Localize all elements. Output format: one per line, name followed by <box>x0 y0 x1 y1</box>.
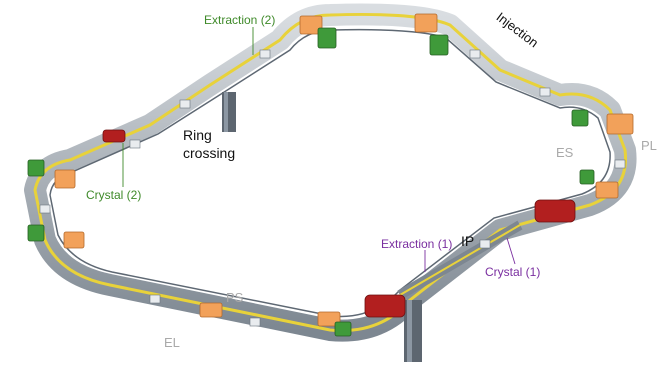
support-pillar-ip <box>404 300 422 362</box>
extraction-1-label: Extraction (1) <box>381 237 453 251</box>
ip-label: IP <box>461 233 475 249</box>
el-label: EL <box>164 335 180 350</box>
ring-beam-line <box>33 12 628 333</box>
ring-components <box>39 49 626 327</box>
crystal-1-label: Crystal (1) <box>485 265 541 279</box>
extraction-2-label: Extraction (2) <box>204 13 276 27</box>
ps-label: PS <box>226 290 244 305</box>
red-solenoids <box>102 129 576 318</box>
support-pillar-left <box>222 92 236 132</box>
ring-crossing-label-line2: crossing <box>183 145 236 161</box>
pl-label: PL <box>641 138 657 153</box>
ring-crossing-label-line1: Ring <box>183 127 212 143</box>
green-magnets <box>27 27 595 337</box>
orange-magnets <box>54 13 634 327</box>
crystal-2-label: Crystal (2) <box>86 188 142 202</box>
leader-lines <box>122 27 516 272</box>
ring-outer-belt <box>24 3 637 342</box>
es-label: ES <box>556 145 574 160</box>
